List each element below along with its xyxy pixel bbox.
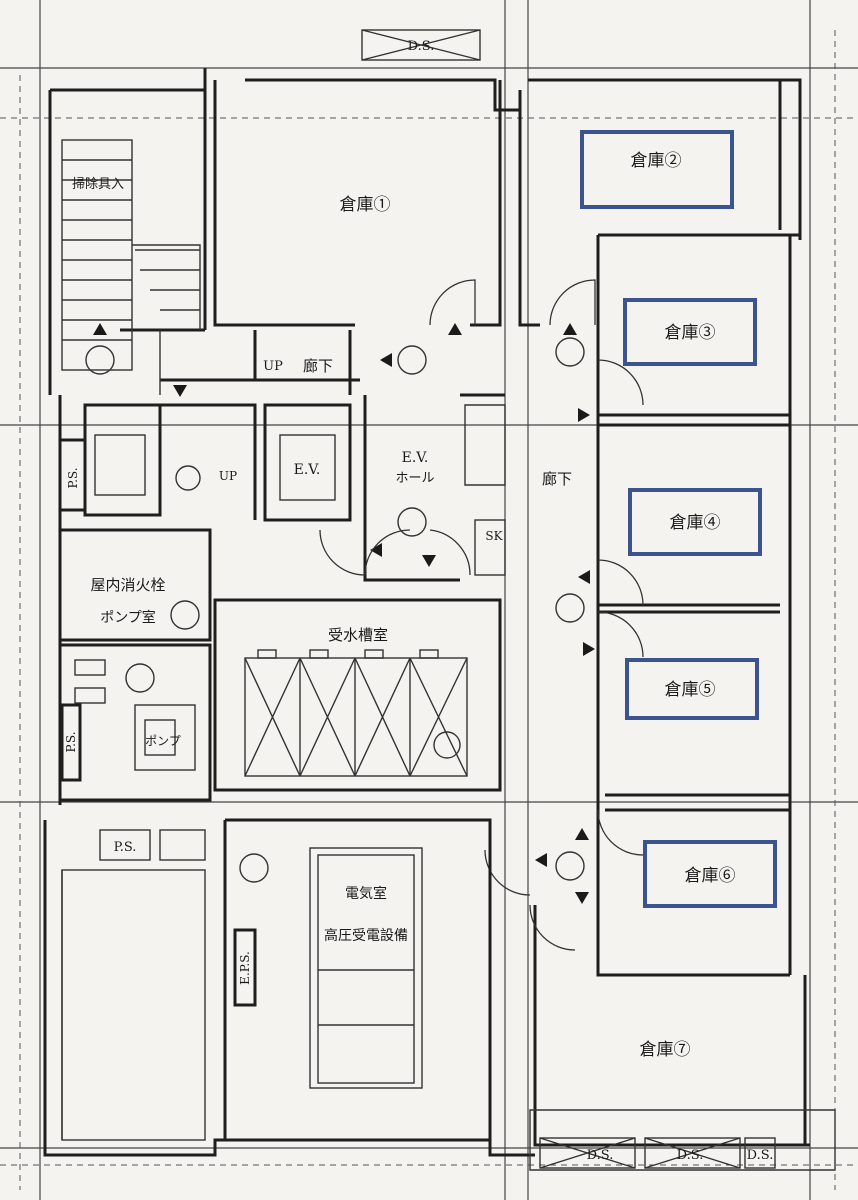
- ev-hall-label-1: E.V.: [402, 450, 429, 466]
- ev-hall-label-2: ホール: [395, 471, 434, 486]
- storage-2-label: 倉庫②: [631, 151, 682, 171]
- corridor-right: [484, 559, 644, 951]
- highlight-storage-4: [628, 488, 762, 556]
- cleaning-closet-label: 掃除具入: [72, 176, 124, 192]
- storage-1-label: 倉庫①: [340, 195, 391, 215]
- ds-label-bottom-3: D.S.: [747, 1148, 774, 1163]
- stair-up-label: UP: [263, 359, 283, 374]
- electrical-room: [223, 818, 492, 1140]
- highlight-storage-3: [623, 298, 757, 366]
- ps-label-bottom: P.S.: [114, 840, 137, 855]
- eps-label: E.P.S.: [238, 951, 252, 985]
- storage-5-label: 倉庫⑤: [665, 680, 716, 700]
- highlight-boxes: [580, 130, 777, 908]
- ds-label-top: D.S.: [408, 39, 435, 54]
- corridor-top: [159, 323, 644, 422]
- water-tank-room: [213, 598, 502, 792]
- highlight-storage-2: [580, 130, 734, 209]
- ds-label-bottom-1: D.S.: [587, 1148, 614, 1163]
- fire-pump-label-1: 屋内消火栓: [90, 576, 165, 594]
- room-labels: 倉庫① 倉庫② 倉庫③ 倉庫④ 倉庫⑤ 倉庫⑥ 倉庫⑦ 掃除具入 UP 廊下 U…: [64, 39, 773, 1163]
- highlight-storage-6: [643, 840, 777, 908]
- storage-1-area: [213, 80, 596, 327]
- stair-up-mid-label: UP: [219, 469, 237, 483]
- storage-4-label: 倉庫④: [670, 513, 721, 533]
- corridor-right-label: 廊下: [542, 470, 572, 488]
- fire-pump-label-2: ポンプ室: [100, 609, 156, 626]
- storage-7-label: 倉庫⑦: [640, 1040, 691, 1060]
- ds-label-bottom-2: D.S.: [677, 1148, 704, 1163]
- high-voltage-label: 高圧受電設備: [324, 927, 408, 944]
- corridor-top-label: 廊下: [303, 357, 333, 375]
- ps-label-upper: P.S.: [66, 467, 80, 488]
- elevator-label: E.V.: [294, 462, 321, 478]
- pump-label: ポンプ: [145, 734, 181, 748]
- stairs: [61, 139, 201, 397]
- sk-label: SK: [485, 529, 503, 543]
- fire-pump-room: [60, 528, 212, 642]
- storage-3-label: 倉庫③: [665, 323, 716, 343]
- outer-walls: [43, 68, 836, 1171]
- elevator-area: [58, 393, 506, 582]
- bottom-left-area: [61, 829, 206, 1141]
- highlight-storage-5: [625, 658, 759, 720]
- ps-label-lower: P.S.: [64, 731, 78, 752]
- ds-boxes: [361, 29, 776, 1169]
- electrical-room-label: 電気室: [345, 885, 387, 902]
- water-tank-label: 受水槽室: [328, 626, 388, 644]
- storage-6-label: 倉庫⑥: [685, 866, 736, 886]
- pump-room: [60, 643, 212, 802]
